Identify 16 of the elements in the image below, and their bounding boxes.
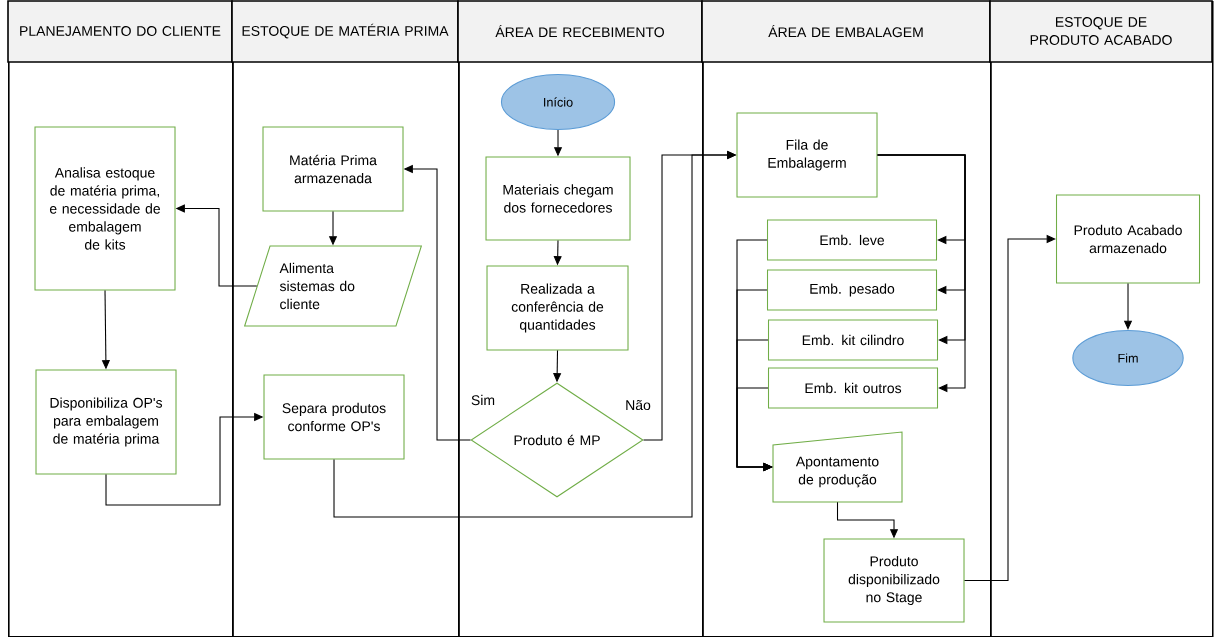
process-box: Disponibiliza OP's para embalagem de matéria prima xyxy=(35,369,177,475)
process-box: Emb. pesado xyxy=(766,269,938,311)
process-box: Emb. kit cilindro xyxy=(767,319,939,361)
process-box: Emb. kit outros xyxy=(767,367,939,409)
connector-arrow xyxy=(877,154,966,393)
edge-label: Sim xyxy=(469,393,497,407)
process-box: Matéria Prima armazenada xyxy=(262,126,404,212)
process-box: Emb. leve xyxy=(766,219,938,261)
process-box: Materiais chegam dos fornecedores xyxy=(485,156,631,241)
process-box: Separa produtos conforme OP's xyxy=(263,374,405,460)
process-box: Analisa estoque de matéria prima, e necessidade de embalagem de kits xyxy=(34,126,176,291)
process-box: Produto disponibilizado no Stage xyxy=(823,538,965,623)
process-box: Fila de Embalagerm xyxy=(736,112,878,198)
process-box: Produto Acabado armazenado xyxy=(1055,194,1201,284)
connector-arrow xyxy=(964,234,1056,582)
process-box: Realizada a conferência de quantidades xyxy=(486,265,629,351)
